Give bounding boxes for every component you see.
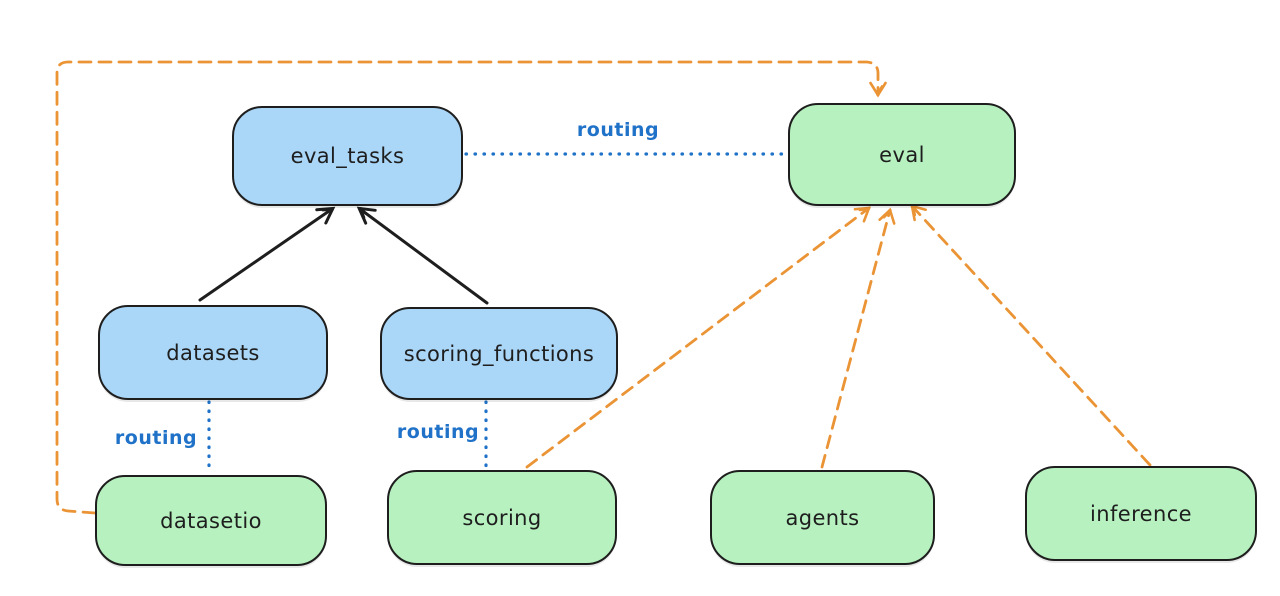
node-eval-label: eval [879,142,925,167]
node-scoring-functions: scoring_functions [380,307,618,400]
node-datasetio-label: datasetio [160,508,262,533]
node-agents-label: agents [785,505,860,530]
edge-scoring-to-eval [525,206,871,469]
edge-inference-to-eval [910,204,1152,467]
node-datasetio: datasetio [95,475,327,566]
edge-datasets-to-eval-tasks [198,206,336,302]
node-eval: eval [788,103,1016,206]
routing-label-eval-tasks-eval: routing [576,119,660,141]
node-datasets-label: datasets [166,340,260,365]
routing-label-scoring-functions-scoring: routing [396,421,480,443]
edge-agents-to-eval [820,207,896,469]
node-scoring: scoring [387,470,617,565]
node-inference-label: inference [1090,501,1192,526]
node-eval-tasks: eval_tasks [232,106,463,206]
node-inference: inference [1025,466,1257,561]
edge-datasetio-to-eval [55,60,887,515]
node-scoring-functions-label: scoring_functions [403,341,595,366]
node-eval-tasks-label: eval_tasks [290,144,405,168]
routing-label-datasets-datasetio: routing [114,427,198,449]
node-scoring-label: scoring [462,505,542,530]
node-agents: agents [710,470,935,565]
edge-scoring-functions-to-eval-tasks [356,206,489,305]
node-datasets: datasets [98,305,328,400]
